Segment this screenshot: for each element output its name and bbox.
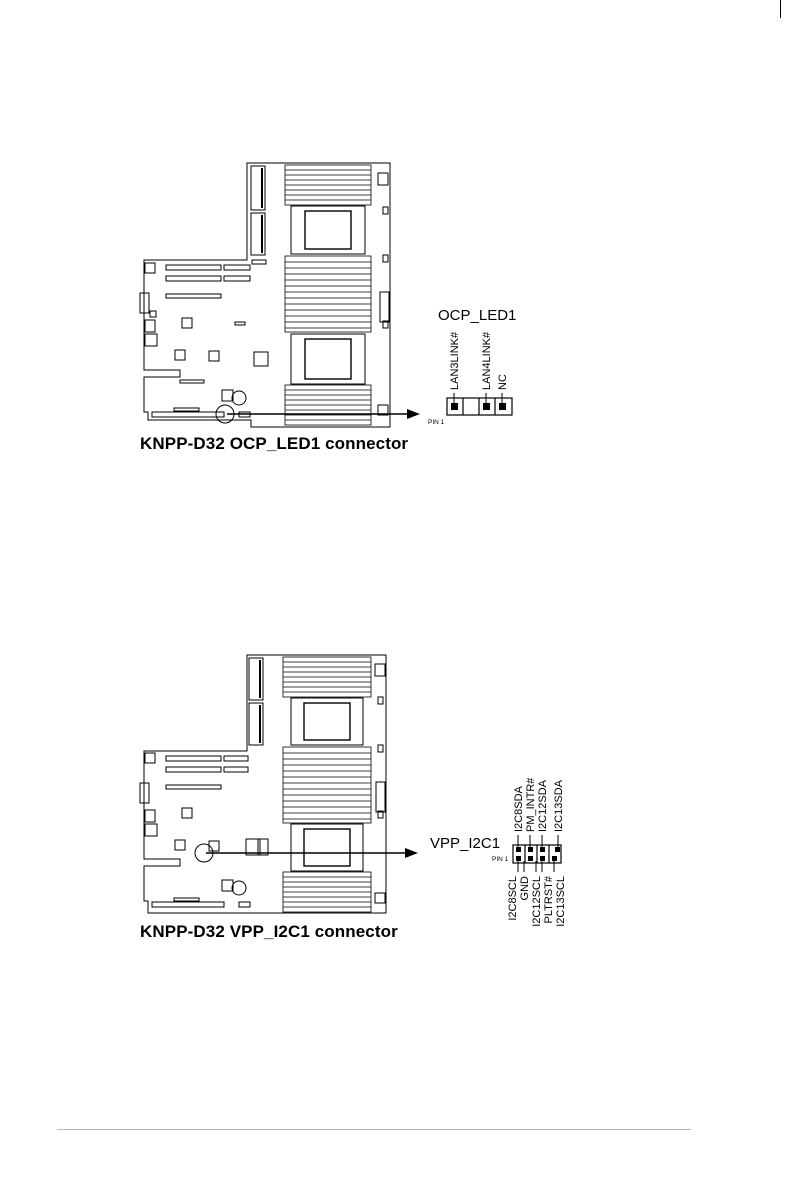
pin-label: I2C13SCL [555,876,567,927]
pin1-label: PIN 1 [492,856,508,863]
pin-label: I2C8SCL [507,876,519,921]
pin-label: I2C12SCL [531,876,543,927]
arrow-head [405,848,418,858]
motherboard-diagram-ocp-led1: LAN3LINK# LAN4LINK# NC [0,0,794,470]
pin-label: NC [497,374,509,390]
pin1-label: PIN 1 [428,419,444,426]
pin-label: LAN4LINK# [481,331,493,390]
pin-label: PM_INTR# [525,777,537,832]
header-name: VPP_I2C1 [430,835,500,852]
pin-label: LAN3LINK# [449,331,461,390]
arrow-head [407,409,420,419]
footer-rule [57,1129,691,1130]
pin-label: GND [519,876,531,901]
pin-label: I2C8SDA [513,785,525,832]
pin-label: I2C13SDA [553,779,565,832]
pin-label: PLTRST# [543,875,555,923]
figure-caption: KNPP-D32 OCP_LED1 connector [140,434,408,454]
pin-4 [499,403,506,410]
motherboard-diagram-vpp-i2c1: I2C8SDA PM_INTR# I2C12SDA I2C13SDA I2C8S… [0,640,794,970]
pin-label: I2C12SDA [537,779,549,832]
pin-1 [451,403,458,410]
header-name: OCP_LED1 [438,307,516,324]
figure-caption: KNPP-D32 VPP_I2C1 connector [140,922,398,942]
pin-3 [483,403,490,410]
